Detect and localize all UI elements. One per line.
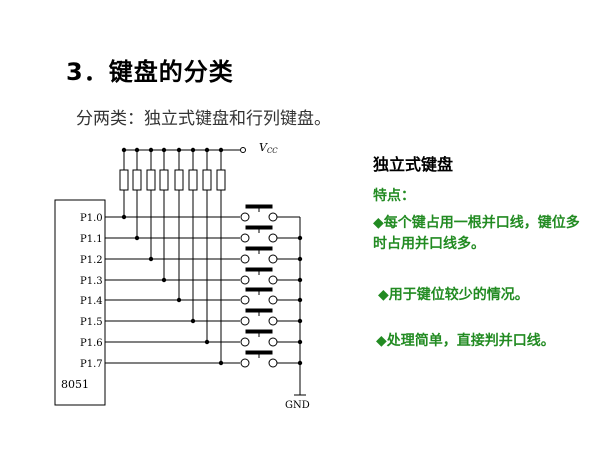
junction-dot — [297, 256, 303, 262]
switch-contact — [268, 337, 278, 347]
slide-subtitle: 分两类：独立式键盘和行列键盘。 — [76, 109, 331, 129]
feature-bullet-2: ◆用于键位较少的情况。 — [378, 287, 529, 303]
feature-bullet-1: ◆每个键占用一根并口线，键位多时占用并口线多。 — [373, 215, 580, 252]
switch-contact — [240, 254, 250, 264]
key-switch — [245, 287, 273, 292]
pullup-resistor — [119, 169, 129, 191]
junction-dot — [121, 214, 127, 220]
key-switch — [245, 225, 273, 230]
pullup-resistor — [216, 169, 226, 191]
switch-contact — [240, 295, 250, 305]
junction-dot — [204, 339, 210, 345]
junction-dot — [161, 277, 167, 283]
junction-dot — [148, 256, 154, 262]
key-switch — [245, 204, 273, 209]
pin-label-0: P1.0 — [80, 213, 103, 224]
pin-label-6: P1.6 — [80, 338, 103, 349]
junction-dot — [297, 235, 303, 241]
key-switch — [245, 267, 273, 272]
junction-dot — [297, 297, 303, 303]
switch-contact — [268, 254, 278, 264]
key-switch — [245, 350, 273, 355]
key-switch — [245, 308, 273, 313]
key-switch — [245, 329, 273, 334]
junction-dot — [176, 297, 182, 303]
pullup-resistor — [132, 169, 142, 191]
vcc-terminal — [240, 147, 246, 153]
pin-label-5: P1.5 — [80, 317, 103, 328]
switch-contact — [240, 337, 250, 347]
switch-contact — [268, 233, 278, 243]
junction-dot — [297, 277, 303, 283]
switch-contact — [240, 275, 250, 285]
junction-dot — [297, 360, 303, 366]
junction-dot — [297, 339, 303, 345]
slide-title: 3．键盘的分类 — [66, 58, 234, 86]
switch-contact — [240, 212, 250, 222]
switch-contact — [268, 212, 278, 222]
pullup-resistor — [146, 169, 156, 191]
switch-contact — [268, 295, 278, 305]
junction-dot — [218, 360, 224, 366]
pin-label-3: P1.3 — [80, 276, 103, 287]
pullup-resistor — [202, 169, 212, 191]
pin-label-4: P1.4 — [80, 296, 103, 307]
junction-dot — [297, 318, 303, 324]
key-switch — [245, 246, 273, 251]
chip-8051 — [54, 199, 106, 406]
features-label: 特点： — [373, 188, 415, 204]
gnd-label: GND — [285, 400, 310, 411]
switch-contact — [268, 358, 278, 368]
feature-bullet-3: ◆处理简单，直接判并口线。 — [376, 333, 555, 349]
switch-contact — [240, 358, 250, 368]
pin-label-1: P1.1 — [80, 234, 103, 245]
junction-dot — [204, 147, 210, 153]
junction-dot — [121, 147, 127, 153]
pin-label-2: P1.2 — [80, 255, 103, 266]
vcc-label: VCC — [259, 141, 278, 155]
junction-dot — [190, 318, 196, 324]
pin-label-7: P1.7 — [80, 359, 103, 370]
junction-dot — [176, 147, 182, 153]
junction-dot — [190, 147, 196, 153]
chip-label: 8051 — [61, 378, 89, 391]
pullup-resistor — [188, 169, 198, 191]
junction-dot — [218, 147, 224, 153]
switch-contact — [268, 275, 278, 285]
junction-dot — [134, 235, 140, 241]
switch-contact — [268, 316, 278, 326]
pullup-resistor — [159, 169, 169, 191]
switch-contact — [240, 316, 250, 326]
independent-keyboard-heading: 独立式键盘 — [373, 155, 454, 174]
switch-contact — [240, 233, 250, 243]
junction-dot — [148, 147, 154, 153]
junction-dot — [161, 147, 167, 153]
junction-dot — [134, 147, 140, 153]
pullup-resistor — [174, 169, 184, 191]
